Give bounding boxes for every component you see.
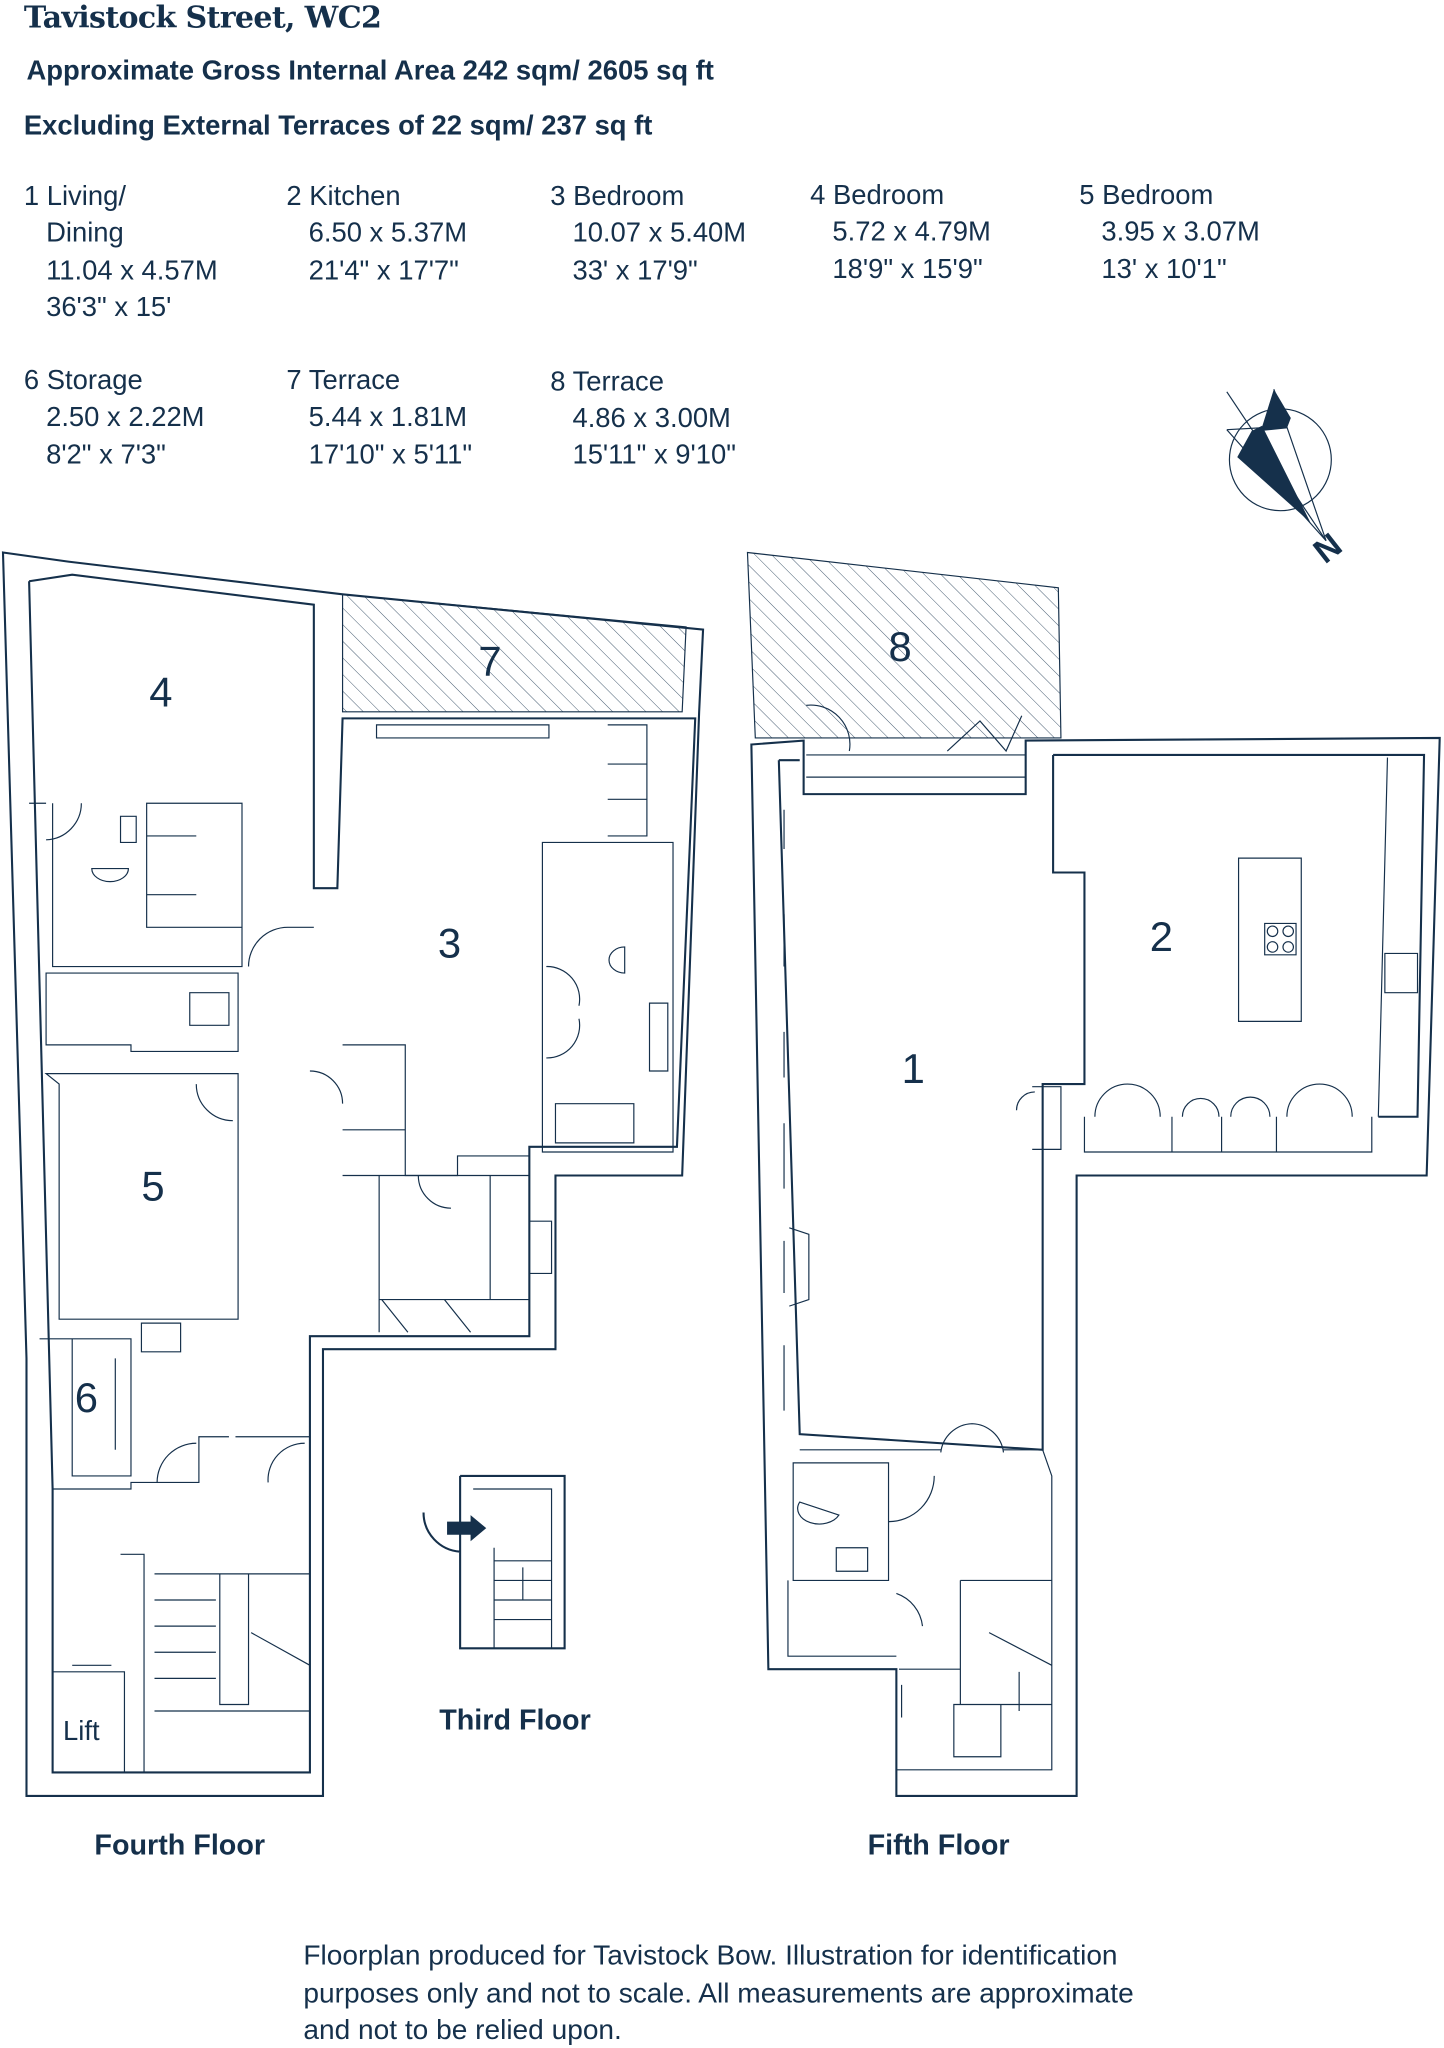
room-5-entry: 5 Bedroom 3.95 x 3.07M 13' x 10'1" [1079, 179, 1260, 284]
room-label: 3 Bedroom [550, 180, 684, 211]
fourth-floor-plan [1, 551, 705, 1797]
fourth-floor-label: Fourth Floor [94, 1830, 265, 1862]
room-metric: 4.86 x 3.00M [572, 402, 730, 433]
room-imperial: 21'4" x 17'7" [309, 255, 459, 286]
room-label: 1 Living/ [24, 180, 126, 211]
room-number-8: 8 [889, 623, 912, 670]
disclaimer-line: and not to be relied upon. [303, 2014, 621, 2045]
fifth-floor-label: Fifth Floor [868, 1830, 1010, 1862]
room-2-entry: 2 Kitchen 6.50 x 5.37M 21'4" x 17'7" [286, 180, 467, 285]
third-floor-plan [422, 1474, 566, 1650]
north-compass-icon: N [1226, 389, 1350, 571]
room-6-entry: 6 Storage 2.50 x 2.22M 8'2" x 7'3" [24, 364, 205, 469]
room-metric: 5.72 x 4.79M [832, 215, 990, 246]
room-number-7: 7 [478, 637, 501, 684]
room-metric: 10.07 x 5.40M [572, 217, 746, 248]
third-floor-label: Third Floor [439, 1704, 591, 1736]
disclaimer-line: purposes only and not to scale. All meas… [303, 1977, 1133, 2008]
room-metric: 11.04 x 4.57M [46, 255, 218, 286]
room-label: 2 Kitchen [286, 180, 400, 211]
room-3-entry: 3 Bedroom 10.07 x 5.40M 33' x 17'9" [550, 180, 746, 285]
room-imperial: 8'2" x 7'3" [46, 439, 166, 470]
room-label: Dining [46, 217, 124, 248]
room-number-5: 5 [141, 1162, 164, 1209]
room-label: 8 Terrace [550, 366, 664, 397]
room-schedule: 1 Living/ Dining 11.04 x 4.57M 36'3" x 1… [24, 179, 1260, 470]
room-number-4: 4 [149, 669, 172, 716]
room-metric: 5.44 x 1.81M [309, 401, 467, 432]
room-label: 6 Storage [24, 364, 143, 395]
fifth-floor-plan [746, 551, 1441, 1797]
room-1-entry: 1 Living/ Dining 11.04 x 4.57M 36'3" x 1… [24, 180, 218, 322]
property-title: Tavistock Street, WC2 [24, 0, 381, 35]
room-metric: 6.50 x 5.37M [309, 217, 467, 248]
room-label: 7 Terrace [286, 364, 400, 395]
room-imperial: 17'10" x 5'11" [309, 439, 473, 470]
room-number-6: 6 [75, 1374, 98, 1421]
room-metric: 3.95 x 3.07M [1101, 215, 1259, 246]
lift-label: Lift [63, 1715, 100, 1746]
compass-north-label: N [1307, 526, 1350, 571]
room-8-entry: 8 Terrace 4.86 x 3.00M 15'11" x 9'10" [550, 366, 736, 470]
entrance-arrow-icon [447, 1515, 487, 1542]
room-imperial: 33' x 17'9" [572, 255, 697, 286]
gross-area: Approximate Gross Internal Area 242 sqm/… [26, 55, 713, 86]
room-imperial: 36'3" x 15' [46, 291, 171, 322]
room-7-entry: 7 Terrace 5.44 x 1.81M 17'10" x 5'11" [286, 364, 472, 469]
terrace-area: Excluding External Terraces of 22 sqm/ 2… [24, 110, 653, 141]
room-imperial: 18'9" x 15'9" [832, 253, 982, 284]
room-4-entry: 4 Bedroom 5.72 x 4.79M 18'9" x 15'9" [810, 179, 991, 284]
room-label: 4 Bedroom [810, 179, 944, 210]
room-number-2: 2 [1150, 913, 1173, 960]
room-number-3: 3 [438, 919, 461, 966]
room-metric: 2.50 x 2.22M [46, 401, 204, 432]
room-label: 5 Bedroom [1079, 179, 1213, 210]
terrace-8-hatch [746, 551, 1062, 739]
room-imperial: 15'11" x 9'10" [572, 439, 736, 470]
room-imperial: 13' x 10'1" [1101, 253, 1226, 284]
room-number-1: 1 [902, 1045, 925, 1092]
disclaimer-line: Floorplan produced for Tavistock Bow. Il… [303, 1939, 1117, 1970]
